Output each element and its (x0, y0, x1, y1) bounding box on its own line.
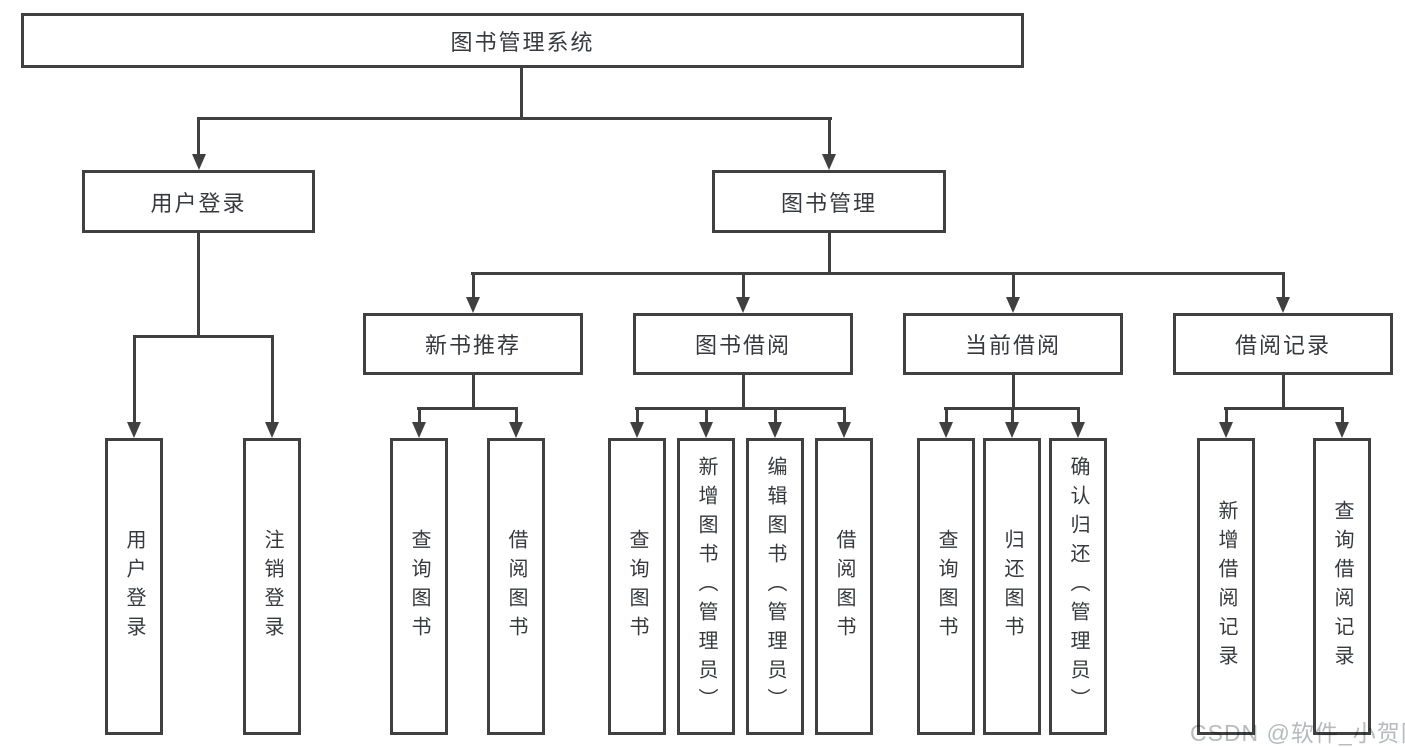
node-book-borrowing-label: 图书借阅 (694, 333, 791, 358)
connector-vline (1282, 272, 1285, 297)
leaf-logout-label: 注销登录 (261, 528, 283, 645)
leaf-confirm-return-admin-label: 确认归还（管理员） (1067, 456, 1089, 717)
leaf-query-books-newbook: 查询图书 (390, 438, 448, 735)
arrowhead-down-icon (412, 422, 426, 438)
connector-vline (828, 117, 831, 154)
leaf-query-books-current-label: 查询图书 (935, 528, 957, 645)
leaf-add-books-admin: 新增图书（管理员） (677, 438, 735, 735)
arrowhead-down-icon (1219, 422, 1233, 438)
node-borrowing-records: 借阅记录 (1173, 313, 1393, 375)
connector-vline (636, 407, 639, 422)
leaf-add-books-admin-label: 新增图书（管理员） (695, 456, 717, 717)
node-current-borrowing-label: 当前借阅 (964, 333, 1061, 358)
connector-vline (945, 407, 948, 422)
connector-hline (197, 117, 832, 120)
arrowhead-down-icon (768, 422, 782, 438)
connector-vline (515, 407, 518, 422)
connector-vline (520, 68, 523, 117)
connector-vline (1011, 407, 1014, 422)
connector-hline (471, 272, 1285, 275)
node-root-library-system: 图书管理系统 (21, 13, 1024, 68)
node-user-login-label: 用户登录 (150, 190, 247, 216)
leaf-query-borrow-record-label: 查询借阅记录 (1331, 499, 1353, 674)
node-new-book-recommend-label: 新书推荐 (424, 333, 521, 358)
arrowhead-down-icon (736, 297, 750, 313)
node-book-management-label: 图书管理 (780, 190, 877, 216)
arrowhead-down-icon (127, 422, 141, 438)
connector-vline (1012, 272, 1015, 297)
arrowhead-down-icon (699, 422, 713, 438)
leaf-query-books-newbook-label: 查询图书 (408, 528, 430, 645)
arrowhead-down-icon (837, 422, 851, 438)
arrowhead-down-icon (192, 154, 206, 170)
leaf-borrow-books-borrowing: 借阅图书 (815, 438, 873, 735)
leaf-query-books-borrowing: 查询图书 (608, 438, 666, 735)
arrowhead-down-icon (1006, 297, 1020, 313)
connector-vline (1012, 375, 1015, 407)
arrowhead-down-icon (509, 422, 523, 438)
connector-vline (472, 272, 475, 297)
arrowhead-down-icon (265, 422, 279, 438)
connector-vline (742, 375, 745, 407)
node-new-book-recommend: 新书推荐 (363, 313, 583, 375)
arrowhead-down-icon (822, 154, 836, 170)
arrowhead-down-icon (1335, 422, 1349, 438)
node-book-borrowing: 图书借阅 (633, 313, 853, 375)
leaf-query-books-current: 查询图书 (917, 438, 975, 735)
leaf-borrow-books-borrowing-label: 借阅图书 (833, 528, 855, 645)
arrowhead-down-icon (1276, 297, 1290, 313)
connector-vline (1341, 407, 1344, 422)
connector-vline (742, 272, 745, 297)
leaf-add-borrow-record-label: 新增借阅记录 (1215, 499, 1237, 674)
arrowhead-down-icon (630, 422, 644, 438)
leaf-query-books-borrowing-label: 查询图书 (626, 528, 648, 645)
connector-vline (1077, 407, 1080, 422)
leaf-borrow-books-newbook: 借阅图书 (487, 438, 545, 735)
arrowhead-down-icon (1071, 422, 1085, 438)
leaf-logout: 注销登录 (243, 438, 301, 735)
node-root-label: 图书管理系统 (450, 29, 595, 55)
connector-vline (418, 407, 421, 422)
leaf-confirm-return-admin: 确认归还（管理员） (1049, 438, 1107, 735)
node-current-borrowing: 当前借阅 (903, 313, 1123, 375)
leaf-return-books: 归还图书 (983, 438, 1041, 735)
connector-hline (1224, 407, 1344, 410)
node-book-management: 图书管理 (712, 170, 946, 233)
leaf-query-borrow-record: 查询借阅记录 (1313, 438, 1371, 735)
connector-vline (472, 375, 475, 407)
arrowhead-down-icon (1005, 422, 1019, 438)
leaf-edit-books-admin-label: 编辑图书（管理员） (764, 456, 786, 717)
connector-hline (133, 335, 274, 338)
node-user-login: 用户登录 (82, 170, 315, 233)
connector-vline (1282, 375, 1285, 407)
arrowhead-down-icon (466, 297, 480, 313)
connector-vline (705, 407, 708, 422)
connector-vline (828, 233, 831, 272)
arrowhead-down-icon (939, 422, 953, 438)
csdn-watermark: CSDN @软件_小贺同学 (1190, 720, 1405, 746)
connector-vline (133, 335, 136, 422)
leaf-add-borrow-record: 新增借阅记录 (1197, 438, 1255, 735)
node-borrowing-records-label: 借阅记录 (1234, 333, 1331, 358)
connector-vline (197, 233, 200, 335)
connector-vline (774, 407, 777, 422)
connector-vline (271, 335, 274, 422)
connector-vline (197, 117, 200, 154)
leaf-edit-books-admin: 编辑图书（管理员） (746, 438, 804, 735)
leaf-borrow-books-newbook-label: 借阅图书 (505, 528, 527, 645)
leaf-user-login-label: 用户登录 (123, 528, 145, 645)
leaf-user-login: 用户登录 (105, 438, 163, 735)
connector-vline (1225, 407, 1228, 422)
leaf-return-books-label: 归还图书 (1001, 528, 1023, 645)
connector-hline (635, 407, 846, 410)
connector-hline (417, 407, 518, 410)
connector-vline (843, 407, 846, 422)
